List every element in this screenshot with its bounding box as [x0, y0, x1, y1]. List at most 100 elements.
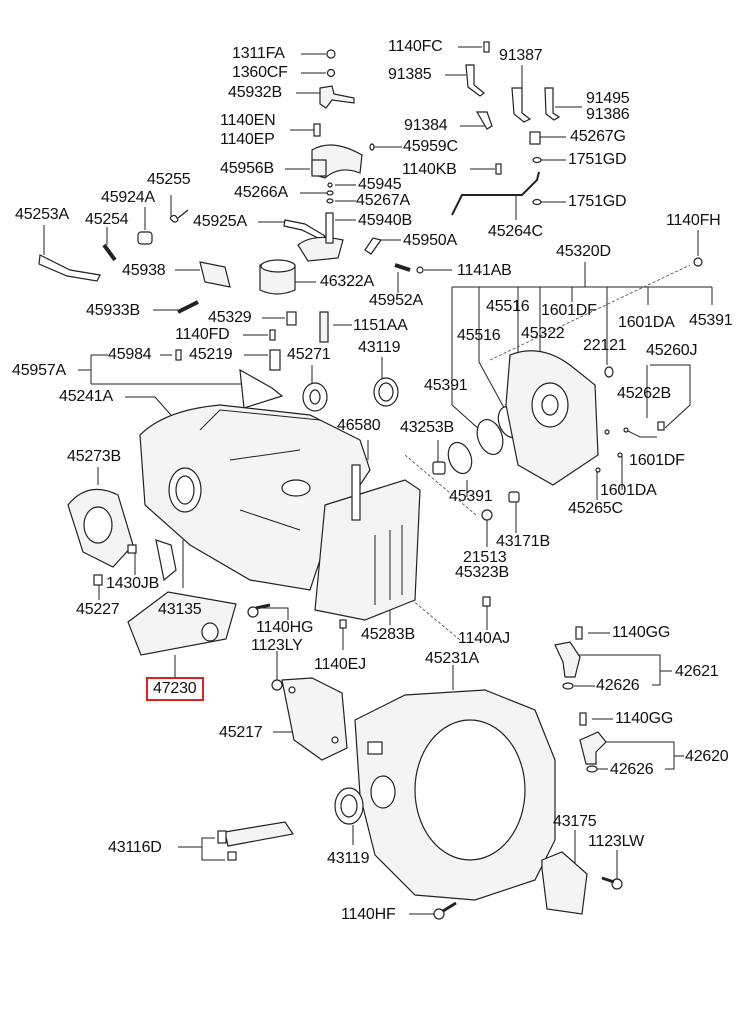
part-label-91384[interactable]: 91384 — [404, 117, 448, 134]
part-label-45262b[interactable]: 45262B — [617, 385, 671, 402]
part-label-91495[interactable]: 91495 — [586, 90, 630, 107]
part-label-47230-selected[interactable]: 47230 — [146, 677, 204, 701]
part-label-45260j[interactable]: 45260J — [646, 342, 698, 359]
part-label-45957a[interactable]: 45957A — [12, 362, 66, 379]
part-label-45516-upper[interactable]: 45516 — [486, 298, 530, 315]
part-label-43119-upper[interactable]: 43119 — [358, 339, 401, 356]
converter-housing — [354, 689, 556, 901]
part-label-1751gd-upper[interactable]: 1751GD — [568, 151, 627, 168]
part-label-1360cf[interactable]: 1360CF — [232, 64, 288, 81]
part-label-45266a[interactable]: 45266A — [234, 184, 288, 201]
transaxle-case — [139, 404, 371, 591]
part-label-43119-lower[interactable]: 43119 — [327, 850, 370, 867]
part-label-43116d[interactable]: 43116D — [108, 839, 162, 856]
part-label-1140en[interactable]: 1140EN — [220, 112, 276, 129]
oil-strainer — [127, 539, 237, 656]
part-label-45950a[interactable]: 45950A — [403, 232, 457, 249]
part-label-43135[interactable]: 43135 — [158, 601, 202, 618]
part-label-45231a[interactable]: 45231A — [425, 650, 479, 667]
part-label-45217[interactable]: 45217 — [219, 724, 263, 741]
part-label-45391-lower[interactable]: 45391 — [449, 488, 493, 505]
part-label-91386[interactable]: 91386 — [586, 106, 630, 123]
part-label-45323b[interactable]: 45323B — [455, 564, 509, 581]
oil-pump-assembly — [505, 350, 599, 486]
part-label-45932b[interactable]: 45932B — [228, 84, 282, 101]
part-label-1601da-upper[interactable]: 1601DA — [618, 314, 675, 331]
part-label-1151aa[interactable]: 1151AA — [353, 317, 408, 334]
bracket-45217 — [281, 677, 348, 761]
part-label-45925a[interactable]: 45925A — [193, 213, 247, 230]
part-label-45945[interactable]: 45945 — [358, 176, 402, 193]
part-label-1140ep[interactable]: 1140EP — [220, 131, 275, 148]
lower-bolts — [247, 596, 491, 691]
part-label-45264c[interactable]: 45264C — [488, 223, 543, 240]
part-label-45516-lower[interactable]: 45516 — [457, 327, 501, 344]
part-label-1140fh[interactable]: 1140FH — [666, 212, 721, 229]
part-label-42626-lower[interactable]: 42626 — [610, 761, 654, 778]
part-label-45391-upper-right[interactable]: 45391 — [689, 312, 733, 329]
leader-lines — [43, 46, 713, 915]
part-label-46580[interactable]: 46580 — [337, 417, 381, 434]
part-label-42626-upper[interactable]: 42626 — [596, 677, 640, 694]
part-label-43253b[interactable]: 43253B — [400, 419, 454, 436]
part-label-45956b[interactable]: 45956B — [220, 160, 274, 177]
bracket-43175 — [433, 851, 623, 920]
part-label-43175[interactable]: 43175 — [553, 813, 597, 830]
part-label-1601df-lower[interactable]: 1601DF — [629, 452, 685, 469]
part-label-1141ab[interactable]: 1141AB — [457, 262, 512, 279]
part-label-45391-left[interactable]: 45391 — [424, 377, 468, 394]
part-label-42621[interactable]: 42621 — [675, 663, 719, 680]
part-label-45320d[interactable]: 45320D — [556, 243, 611, 260]
part-label-43171b[interactable]: 43171B — [496, 533, 550, 550]
part-label-1140ej[interactable]: 1140EJ — [314, 656, 366, 673]
part-label-45273b[interactable]: 45273B — [67, 448, 121, 465]
part-label-45253a[interactable]: 45253A — [15, 206, 69, 223]
part-label-1601df-upper[interactable]: 1601DF — [541, 302, 597, 319]
part-label-45254[interactable]: 45254 — [85, 211, 129, 228]
part-label-45959c[interactable]: 45959C — [403, 138, 458, 155]
part-label-91385[interactable]: 91385 — [388, 66, 432, 83]
part-label-22121[interactable]: 22121 — [583, 337, 627, 354]
housing-cover — [67, 488, 137, 586]
seal-43119-lower — [334, 787, 364, 825]
part-label-1140fd[interactable]: 1140FD — [175, 326, 230, 343]
part-label-1311fa[interactable]: 1311FA — [232, 45, 285, 62]
part-label-45938[interactable]: 45938 — [122, 262, 166, 279]
part-label-1140fc[interactable]: 1140FC — [388, 38, 443, 55]
speed-sensors — [554, 626, 607, 773]
part-label-1123lw[interactable]: 1123LW — [588, 833, 645, 850]
part-label-21513[interactable]: 21513 — [463, 549, 507, 566]
small-parts — [38, 41, 703, 521]
part-label-1140kb[interactable]: 1140KB — [402, 161, 457, 178]
part-label-45322[interactable]: 45322 — [521, 325, 565, 342]
part-label-1140hg[interactable]: 1140HG — [256, 619, 314, 636]
part-label-45283b[interactable]: 45283B — [361, 626, 415, 643]
part-label-45219[interactable]: 45219 — [189, 346, 233, 363]
part-label-1123ly[interactable]: 1123LY — [251, 637, 303, 654]
part-label-1430jb[interactable]: 1430JB — [106, 575, 160, 592]
part-label-1140aj[interactable]: 1140AJ — [458, 630, 510, 647]
part-label-45933b[interactable]: 45933B — [86, 302, 140, 319]
part-label-45241a[interactable]: 45241A — [59, 388, 113, 405]
part-label-45984[interactable]: 45984 — [108, 346, 152, 363]
part-label-45255[interactable]: 45255 — [147, 171, 191, 188]
part-label-45227[interactable]: 45227 — [76, 601, 120, 618]
part-label-45267a[interactable]: 45267A — [356, 192, 410, 209]
part-label-1751gd-lower[interactable]: 1751GD — [568, 193, 627, 210]
part-label-45329[interactable]: 45329 — [208, 309, 252, 326]
part-label-1140hf[interactable]: 1140HF — [341, 906, 396, 923]
part-label-45924a[interactable]: 45924A — [101, 189, 155, 206]
part-label-42620[interactable]: 42620 — [685, 748, 729, 765]
sealant-tube — [217, 821, 295, 861]
part-label-45271[interactable]: 45271 — [287, 346, 331, 363]
part-label-45940b[interactable]: 45940B — [358, 212, 412, 229]
part-label-1601da-lower[interactable]: 1601DA — [600, 482, 657, 499]
part-label-45265c[interactable]: 45265C — [568, 500, 623, 517]
part-label-45952a[interactable]: 45952A — [369, 292, 423, 309]
part-label-91387[interactable]: 91387 — [499, 47, 543, 64]
part-label-1140gg-upper[interactable]: 1140GG — [612, 624, 671, 641]
part-label-46322a[interactable]: 46322A — [320, 273, 374, 290]
part-label-45267g[interactable]: 45267G — [570, 128, 626, 145]
part-label-1140gg-lower[interactable]: 1140GG — [615, 710, 674, 727]
